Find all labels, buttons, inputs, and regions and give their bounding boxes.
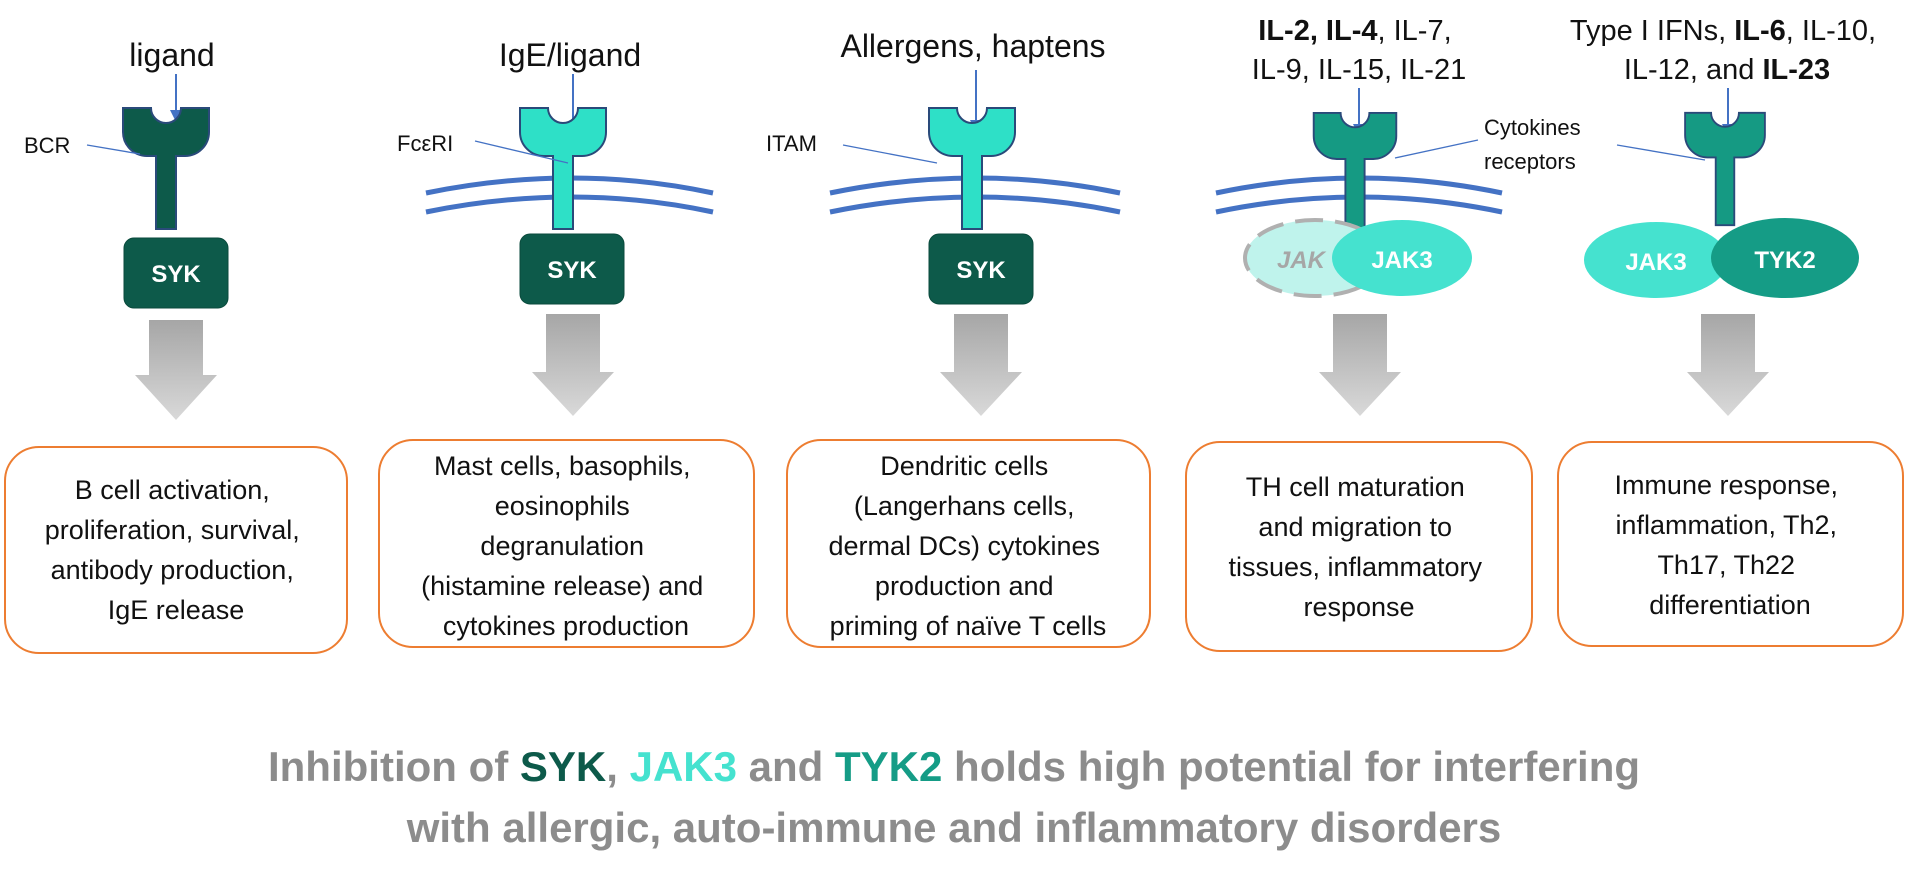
- receptor-label: BCR: [24, 133, 70, 158]
- ligand-label: Allergens, haptens: [840, 28, 1105, 64]
- ligand-label: IgE/ligand: [499, 37, 641, 73]
- syk-highlight: SYK: [520, 743, 606, 790]
- label-pointer: [1394, 139, 1479, 159]
- panel-itam: Allergens, haptens ITAM SYK Dendritic ce…: [766, 28, 1151, 648]
- cytokine-receptor: [1684, 111, 1766, 227]
- ligand-label: IL-2, IL-4, IL-7, IL-9, IL-15, IL-21: [1252, 15, 1466, 86]
- conclusion-text: Inhibition of SYK, JAK3 and TYK2 holds h…: [268, 743, 1640, 851]
- label-pointer: [1616, 144, 1706, 161]
- down-arrow: [940, 314, 1022, 416]
- syk-kinase-box: [519, 233, 625, 305]
- down-arrow: [532, 314, 614, 416]
- outcome-text: TH cell maturation and migration to tiss…: [1228, 472, 1489, 622]
- fceri-receptor: [519, 107, 607, 230]
- cytokine-receptor: [1312, 111, 1398, 231]
- label-pointer: [842, 144, 938, 164]
- outcome-box: [1557, 441, 1904, 647]
- syk-kinase-box: [928, 233, 1034, 305]
- tyk2-kinase-label: TYK2: [1754, 247, 1815, 274]
- receptor-label: FcεRI: [397, 131, 453, 156]
- syk-kinase-label: SYK: [547, 257, 597, 284]
- panel-bcr: ligand BCR SYK B cell activation, prolif…: [4, 37, 348, 654]
- panel-jak3-tyk2: Type I IFNs, IL-6, IL-10, IL-12, and IL-…: [1557, 15, 1904, 647]
- receptor-label: Cytokines receptors: [1484, 115, 1587, 174]
- itam-receptor: [928, 107, 1016, 230]
- conclusion-line-2: with allergic, auto-immune and inflammat…: [406, 804, 1502, 851]
- outcome-box: [786, 439, 1151, 648]
- tyk2-highlight: TYK2: [835, 743, 942, 790]
- panel-cytokine-jak3: IL-2, IL-4, IL-7, IL-9, IL-15, IL-21 Cyt…: [1185, 15, 1587, 652]
- bcr-receptor: [122, 107, 210, 230]
- panel-fceri: IgE/ligand FcεRI SYK Mast cells, basophi…: [378, 37, 755, 648]
- down-arrow: [1687, 314, 1769, 416]
- outcome-text: Mast cells, basophils, eosinophils degra…: [421, 451, 711, 641]
- outcome-text: Dendritic cells (Langerhans cells, derma…: [828, 451, 1107, 641]
- tyk2-kinase-oval: [1711, 218, 1859, 298]
- jak3-kinase-label: JAK3: [1625, 249, 1686, 276]
- syk-kinase-box: [123, 237, 229, 309]
- label-pointer: [86, 144, 141, 155]
- syk-kinase-label: SYK: [956, 257, 1006, 284]
- outcome-text: B cell activation, proliferation, surviv…: [45, 475, 308, 625]
- outcome-box: [378, 439, 755, 648]
- jak3-kinase-label: JAK3: [1371, 247, 1432, 274]
- jak3-kinase-oval: [1332, 220, 1472, 296]
- jak3-highlight: JAK3: [630, 743, 737, 790]
- receptor-label: ITAM: [766, 131, 817, 156]
- outcome-box: [4, 446, 348, 654]
- ligand-label: ligand: [129, 37, 214, 73]
- conclusion-line-1: Inhibition of SYK, JAK3 and TYK2 holds h…: [268, 743, 1640, 790]
- outcome-text: Immune response, inflammation, Th2, Th17…: [1614, 470, 1845, 620]
- outcome-box: [1185, 441, 1533, 652]
- jak3-kinase-oval: [1584, 222, 1728, 298]
- syk-kinase-label: SYK: [151, 261, 201, 288]
- label-pointer: [474, 140, 569, 164]
- down-arrow: [1319, 314, 1401, 416]
- jak-inactive-label: JAK: [1277, 247, 1327, 274]
- down-arrow: [135, 320, 217, 420]
- ligand-label: Type I IFNs, IL-6, IL-10, IL-12, and IL-…: [1570, 15, 1884, 86]
